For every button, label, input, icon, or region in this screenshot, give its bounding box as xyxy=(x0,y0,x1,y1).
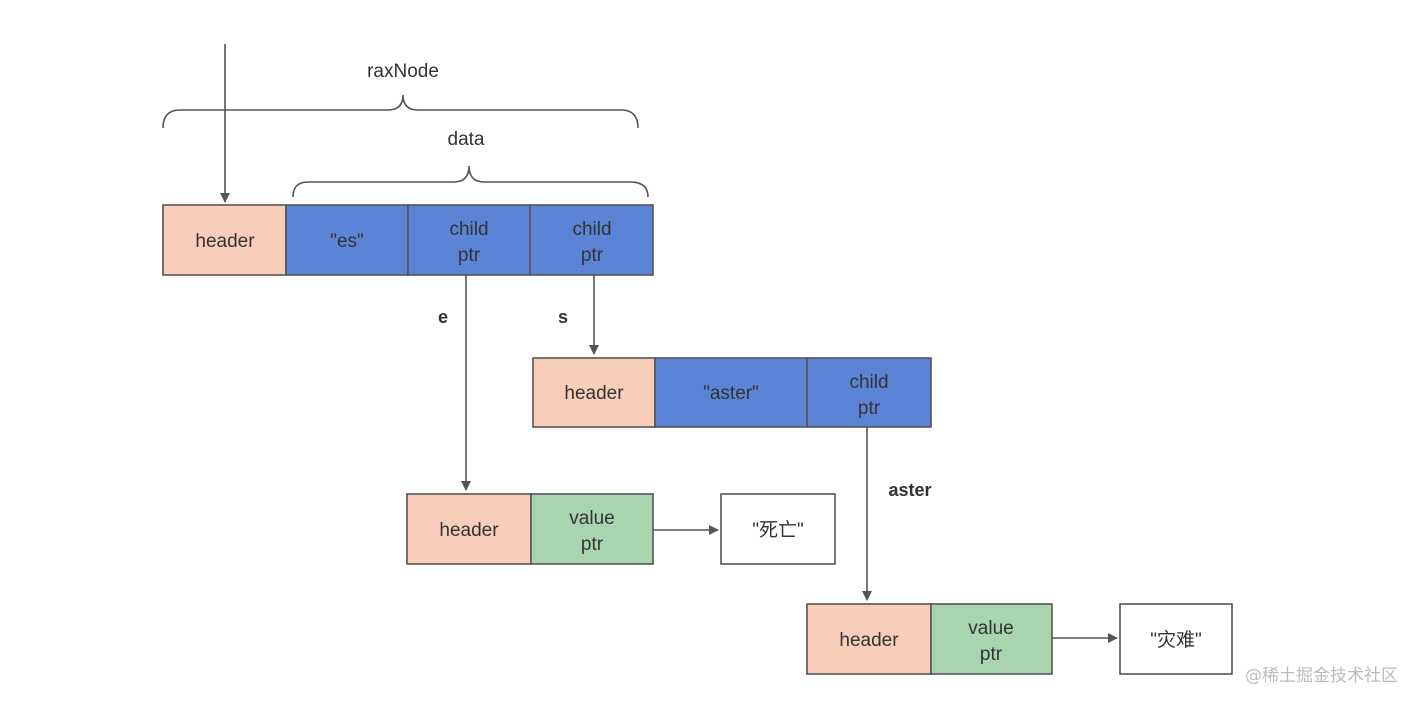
data-brace xyxy=(292,165,649,198)
aster-leaf-value-ptr-line2: ptr xyxy=(980,644,1003,665)
s-header-text: header xyxy=(564,383,624,404)
edge-e-label: e xyxy=(438,307,448,327)
root-data-text: "es" xyxy=(330,231,364,252)
root-child-ptr-2-cell xyxy=(529,204,654,276)
aster-leaf-header-cell xyxy=(806,603,932,675)
root-child-ptr-2-line1: child xyxy=(572,219,611,240)
aster-leaf-value-ptr-cell xyxy=(930,603,1053,675)
s-child-ptr-cell xyxy=(806,357,932,428)
aster-value-text: "灾难" xyxy=(1150,629,1202,651)
s-data-text: "aster" xyxy=(703,383,759,404)
e-leaf-value-ptr-cell xyxy=(530,493,654,565)
e-value-box xyxy=(720,493,836,565)
e-value-text: "死亡" xyxy=(752,519,804,541)
s-header-cell xyxy=(532,357,656,428)
raxnode-brace xyxy=(162,94,639,129)
e-leaf-value-ptr-line2: ptr xyxy=(581,534,604,555)
root-child-ptr-2-line2: ptr xyxy=(581,245,604,266)
edge-aster-label: aster xyxy=(888,480,931,500)
raxnode-label: raxNode xyxy=(367,61,439,82)
aster-value-box xyxy=(1119,603,1233,675)
root-child-ptr-1-line2: ptr xyxy=(458,245,481,266)
s-child-ptr-line2: ptr xyxy=(858,398,881,419)
root-child-ptr-1-cell xyxy=(407,204,531,276)
root-node: header "es" child ptr child ptr xyxy=(162,204,654,276)
s-child-ptr-line1: child xyxy=(849,372,888,393)
aster-leaf-header-text: header xyxy=(839,630,899,651)
e-leaf-value-ptr-line1: value xyxy=(569,508,614,529)
s-data-cell xyxy=(654,357,808,428)
aster-leaf-node: header value ptr xyxy=(806,603,1053,675)
root-child-ptr-1-line1: child xyxy=(449,219,488,240)
root-data-cell xyxy=(285,204,409,276)
aster-leaf-value-ptr-line1: value xyxy=(968,618,1013,639)
edge-s-label: s xyxy=(558,307,568,327)
s-node: header "aster" child ptr xyxy=(532,357,932,428)
data-label: data xyxy=(448,129,485,150)
e-leaf-node: header value ptr xyxy=(406,493,654,565)
watermark: @稀土掘金技术社区 xyxy=(1245,666,1398,686)
e-leaf-header-text: header xyxy=(439,520,499,541)
root-header-text: header xyxy=(195,231,255,252)
